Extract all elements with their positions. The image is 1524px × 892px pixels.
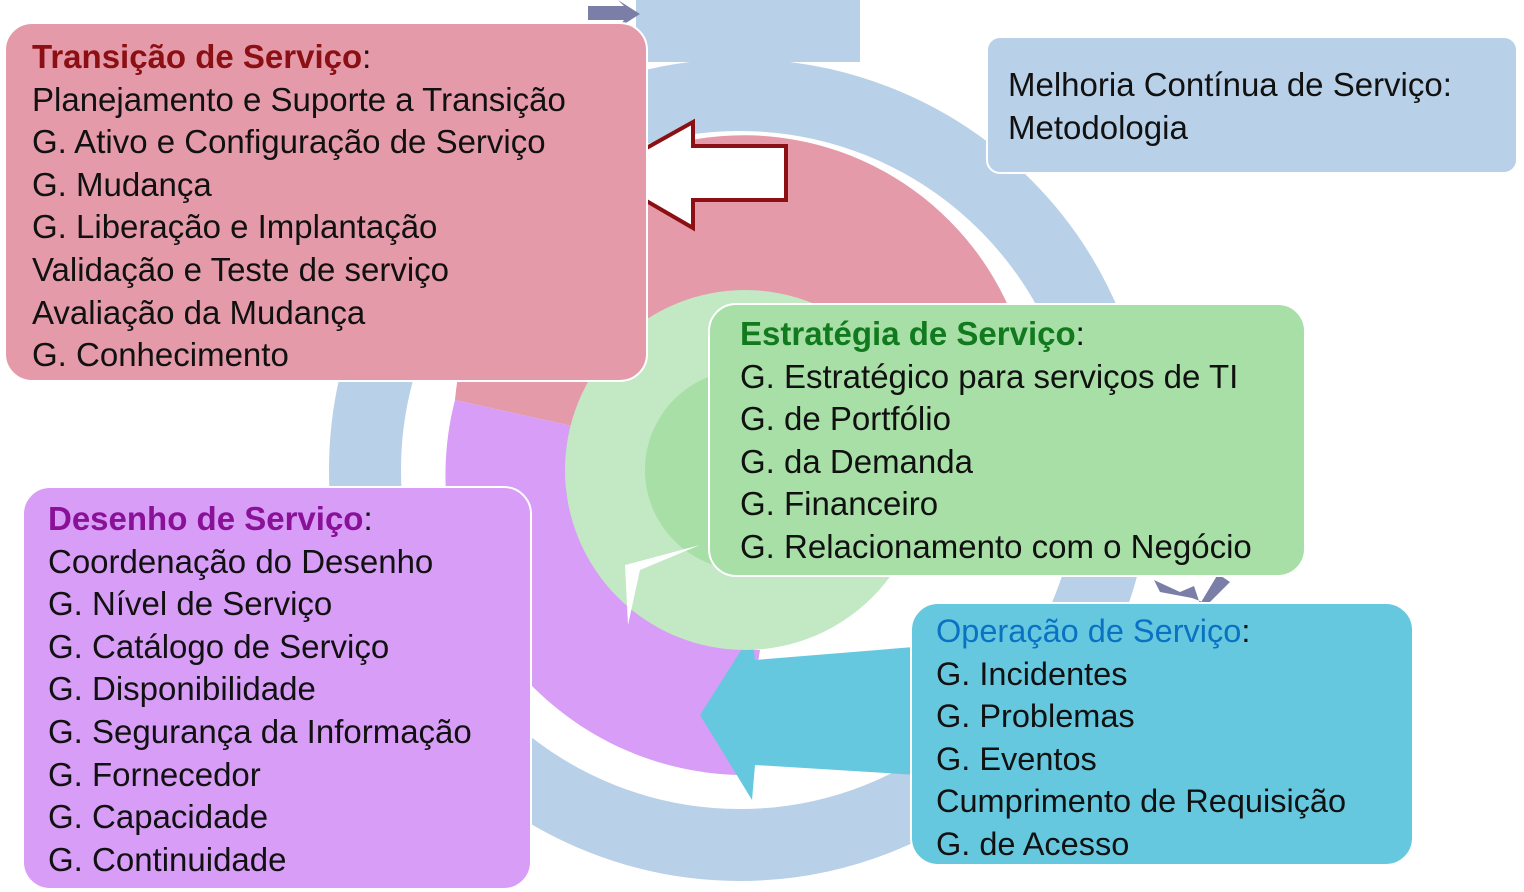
design-item: G. Nível de Serviço xyxy=(48,585,333,623)
continual-improvement-line-2: Metodologia xyxy=(1008,108,1188,146)
strategy-item: G. Relacionamento com o Negócio xyxy=(740,527,1252,565)
design-item: Coordenação do Desenho xyxy=(48,542,434,580)
transition-item: G. Conhecimento xyxy=(32,336,289,374)
operation-box: Operação de Serviço: G. Incidentes G. Pr… xyxy=(910,602,1414,866)
operation-title: Operação de Serviço xyxy=(936,613,1242,649)
strategy-swirl xyxy=(625,545,700,625)
strategy-box: Estratégia de Serviço: G. Estratégico pa… xyxy=(708,303,1306,577)
outer-ring-arrow-marker xyxy=(588,0,640,28)
operation-item: G. Incidentes xyxy=(936,655,1128,692)
design-item: G. Segurança da Informação xyxy=(48,712,472,750)
transition-heading: Transição de Serviço: xyxy=(32,36,646,79)
transition-title: Transição de Serviço xyxy=(32,38,363,75)
outer-ring-marker-right xyxy=(1154,574,1230,604)
design-item: G. Capacidade xyxy=(48,798,269,836)
transition-colon: : xyxy=(362,38,372,75)
outer-ring-arrow xyxy=(636,0,860,62)
operation-item: Cumprimento de Requisição xyxy=(936,783,1347,820)
transition-item: G. Ativo e Configuração de Serviço xyxy=(32,123,546,161)
transition-item: Planejamento e Suporte a Transição xyxy=(32,80,566,118)
strategy-colon: : xyxy=(1075,315,1085,352)
design-box: Desenho de Serviço: Coordenação do Desen… xyxy=(22,486,532,890)
strategy-item: G. de Portfólio xyxy=(740,400,951,438)
design-colon: : xyxy=(363,500,373,537)
strategy-item: G. Estratégico para serviços de TI xyxy=(740,357,1239,395)
transition-item: Validação e Teste de serviço xyxy=(32,250,450,288)
design-heading: Desenho de Serviço: xyxy=(48,498,530,541)
strategy-item: G. da Demanda xyxy=(740,442,973,480)
design-item: G. Catálogo de Serviço xyxy=(48,627,390,665)
transition-item: Avaliação da Mudança xyxy=(32,293,366,331)
continual-improvement-box: Melhoria Contínua de Serviço: Metodologi… xyxy=(986,36,1518,174)
design-item: G. Disponibilidade xyxy=(48,670,316,708)
continual-improvement-line-1: Melhoria Contínua de Serviço: xyxy=(1008,66,1452,103)
operation-heading: Operação de Serviço: xyxy=(936,610,1412,653)
operation-item: G. de Acesso xyxy=(936,825,1130,862)
transition-item: G. Mudança xyxy=(32,165,212,203)
operation-colon: : xyxy=(1241,613,1251,649)
operation-item: G. Problemas xyxy=(936,698,1135,735)
design-title: Desenho de Serviço xyxy=(48,500,364,537)
transition-box: Transição de Serviço: Planejamento e Sup… xyxy=(4,22,648,382)
strategy-item: G. Financeiro xyxy=(740,485,939,523)
strategy-heading: Estratégia de Serviço: xyxy=(740,313,1304,356)
design-item: G. Fornecedor xyxy=(48,755,261,793)
strategy-title: Estratégia de Serviço xyxy=(740,315,1076,352)
transition-item: G. Liberação e Implantação xyxy=(32,208,438,246)
operation-item: G. Eventos xyxy=(936,740,1097,777)
design-item: G. Continuidade xyxy=(48,840,287,878)
